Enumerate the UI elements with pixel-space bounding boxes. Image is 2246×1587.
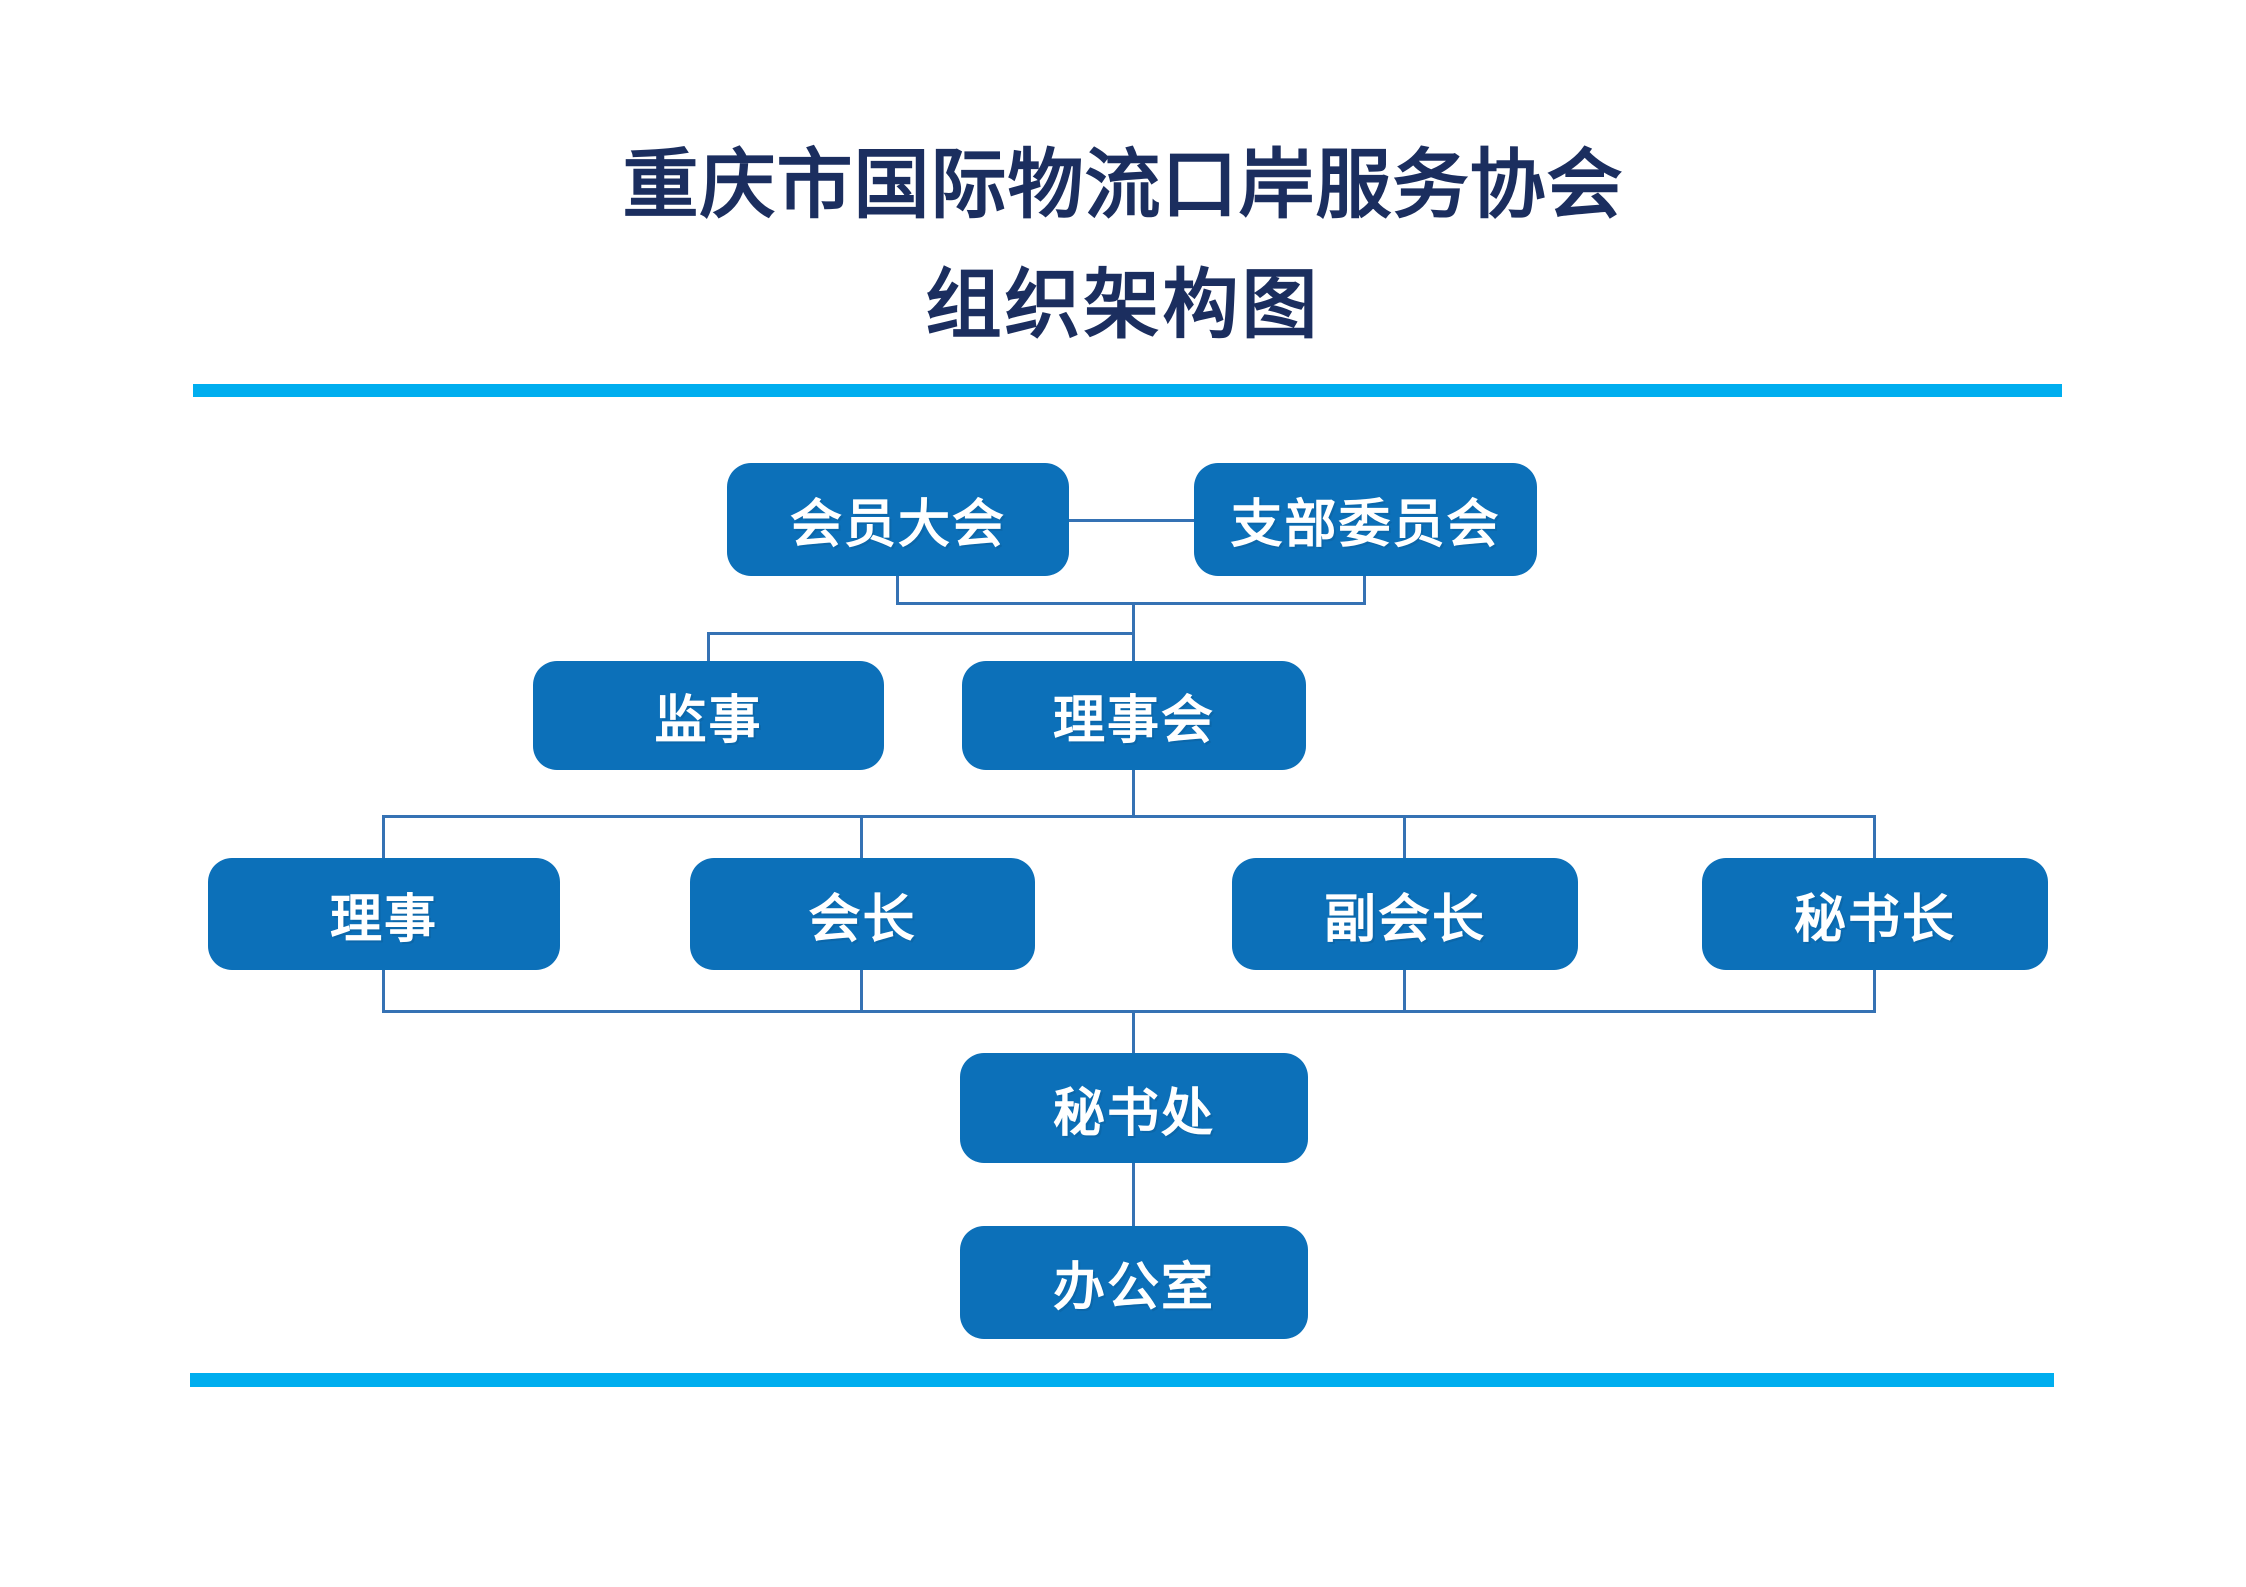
- org-node-label: 会长: [808, 890, 917, 949]
- connector-to-president: [860, 815, 863, 858]
- org-node-supervisor: 监事: [533, 661, 884, 770]
- connector-committee-drop: [1363, 576, 1366, 605]
- connector-supervisor-branch-bar: [707, 632, 1135, 635]
- org-node-label: 理事: [329, 890, 438, 949]
- title-line-1: 重庆市国际物流口岸服务协会: [622, 143, 1624, 228]
- org-node-label: 支部委员会: [1230, 496, 1501, 554]
- connector-to-director: [382, 815, 385, 858]
- org-node-label: 理事会: [1052, 692, 1215, 750]
- connector-row3-bottom-bar: [382, 1010, 1876, 1013]
- org-node-label: 秘书处: [1052, 1084, 1215, 1143]
- connector-assembly-drop: [896, 576, 899, 605]
- page-title: 重庆市国际物流口岸服务协会 组织架构图: [0, 140, 2246, 353]
- org-node-label: 副会长: [1323, 890, 1486, 949]
- org-node-member-assembly: 会员大会: [727, 463, 1069, 576]
- org-node-director: 理事: [208, 858, 560, 970]
- org-node-secretariat: 秘书处: [960, 1053, 1308, 1163]
- bottom-accent-bar: [190, 1373, 2054, 1387]
- org-node-label: 监事: [654, 692, 763, 750]
- org-node-office: 办公室: [960, 1226, 1308, 1339]
- connector-secretariat-to-office: [1132, 1163, 1135, 1226]
- org-node-council: 理事会: [962, 661, 1306, 770]
- org-node-vice-president: 副会长: [1232, 858, 1578, 970]
- connector-president-drop: [860, 970, 863, 1013]
- connector-row1-join-bar: [896, 602, 1366, 605]
- connector-to-secretariat: [1132, 1010, 1135, 1053]
- org-node-label: 办公室: [1052, 1259, 1215, 1317]
- org-node-secretary-general: 秘书长: [1702, 858, 2048, 970]
- connector-to-vice-president: [1403, 815, 1406, 858]
- connector-director-drop: [382, 970, 385, 1013]
- connector-to-secretary-general: [1873, 815, 1876, 858]
- connector-council-drop: [1132, 770, 1135, 818]
- connector-to-supervisor: [707, 632, 710, 661]
- org-node-president: 会长: [690, 858, 1035, 970]
- connector-vice-president-drop: [1403, 970, 1406, 1013]
- org-node-label: 秘书长: [1793, 890, 1956, 949]
- connector-row3-top-bar: [382, 815, 1876, 818]
- org-node-branch-committee: 支部委员会: [1194, 463, 1537, 576]
- connector-row1-to-council: [1132, 602, 1135, 661]
- connector-secretary-general-drop: [1873, 970, 1876, 1013]
- title-line-2: 组织架构图: [925, 263, 1321, 348]
- top-accent-bar: [193, 384, 2062, 397]
- org-node-label: 会员大会: [789, 496, 1006, 554]
- connector-assembly-committee: [1069, 519, 1194, 522]
